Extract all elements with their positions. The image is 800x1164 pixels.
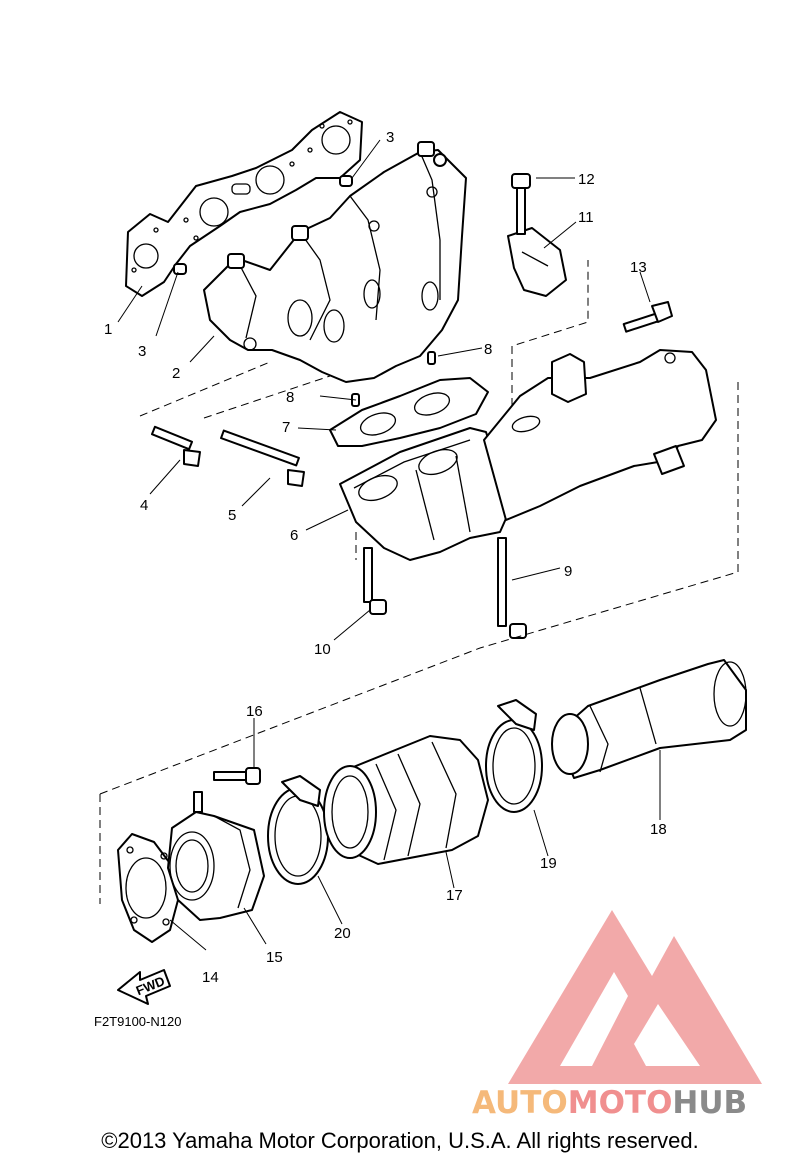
copyright-notice: ©2013 Yamaha Motor Corporation, U.S.A. A… bbox=[101, 1128, 699, 1153]
watermark-hub: HUB bbox=[672, 1085, 747, 1121]
callout-15: 15 bbox=[266, 949, 283, 966]
callout-19: 19 bbox=[540, 855, 557, 872]
callout-7: 7 bbox=[282, 419, 290, 436]
part-11-clamp-bracket bbox=[507, 227, 567, 297]
watermark-logo-mark bbox=[508, 910, 762, 1084]
callout-1: 1 bbox=[104, 321, 112, 338]
fwd-arrow: FWD bbox=[117, 969, 171, 1005]
callout-3b: 3 bbox=[138, 343, 146, 360]
callout-14: 14 bbox=[202, 969, 219, 986]
callout-3a: 3 bbox=[386, 129, 394, 146]
part-6-exhaust-chamber bbox=[339, 427, 509, 561]
exhaust-pipe bbox=[483, 349, 717, 521]
callout-8b: 8 bbox=[286, 389, 294, 406]
part-10-bolt bbox=[363, 547, 387, 615]
part-19-hose-clamp bbox=[485, 699, 543, 813]
callout-4: 4 bbox=[140, 497, 148, 514]
part-3-dowel-pins bbox=[173, 175, 353, 275]
part-1-manifold-gasket bbox=[125, 111, 363, 297]
part-2-exhaust-manifold bbox=[203, 141, 467, 383]
part-12-bolt bbox=[511, 173, 531, 235]
callout-6: 6 bbox=[290, 527, 298, 544]
svg-text:AUTOMOTOHUB: AUTOMOTOHUB bbox=[472, 1085, 747, 1121]
part-4-bolt bbox=[150, 425, 201, 467]
part-15-flange-adapter bbox=[167, 791, 265, 921]
watermark-wordmark: AUTOMOTOHUB bbox=[472, 1085, 747, 1121]
callout-10: 10 bbox=[314, 641, 331, 658]
part-13-bolt bbox=[622, 301, 673, 333]
part-8-pins bbox=[351, 351, 436, 407]
callout-9: 9 bbox=[564, 563, 572, 580]
figure-code: F2T9100-N120 bbox=[94, 1014, 181, 1029]
callout-17: 17 bbox=[446, 887, 463, 904]
callout-20: 20 bbox=[334, 925, 351, 942]
part-9-stud bbox=[497, 537, 527, 639]
callout-12: 12 bbox=[578, 171, 595, 188]
part-20-hose-clamp bbox=[267, 775, 329, 885]
watermark-moto: MOTO bbox=[568, 1085, 673, 1121]
leader-lines bbox=[99, 139, 739, 951]
part-5-bolt bbox=[220, 429, 305, 487]
callout-16: 16 bbox=[246, 703, 263, 720]
callout-5: 5 bbox=[228, 507, 236, 524]
part-7-gasket bbox=[329, 377, 489, 447]
callout-11: 11 bbox=[578, 209, 594, 226]
part-14-gasket bbox=[117, 833, 179, 943]
callout-8a: 8 bbox=[484, 341, 492, 358]
callout-numbers: 1 2 3 3 4 5 6 7 8 8 9 10 11 12 13 14 15 … bbox=[104, 129, 667, 986]
callout-18: 18 bbox=[650, 821, 667, 838]
part-17-rubber-hose bbox=[323, 735, 489, 865]
callout-13: 13 bbox=[630, 259, 647, 276]
part-16-bolt bbox=[213, 767, 261, 785]
watermark-auto: AUTO bbox=[472, 1085, 568, 1121]
callout-2: 2 bbox=[172, 365, 180, 382]
part-18-pipe bbox=[551, 659, 747, 779]
